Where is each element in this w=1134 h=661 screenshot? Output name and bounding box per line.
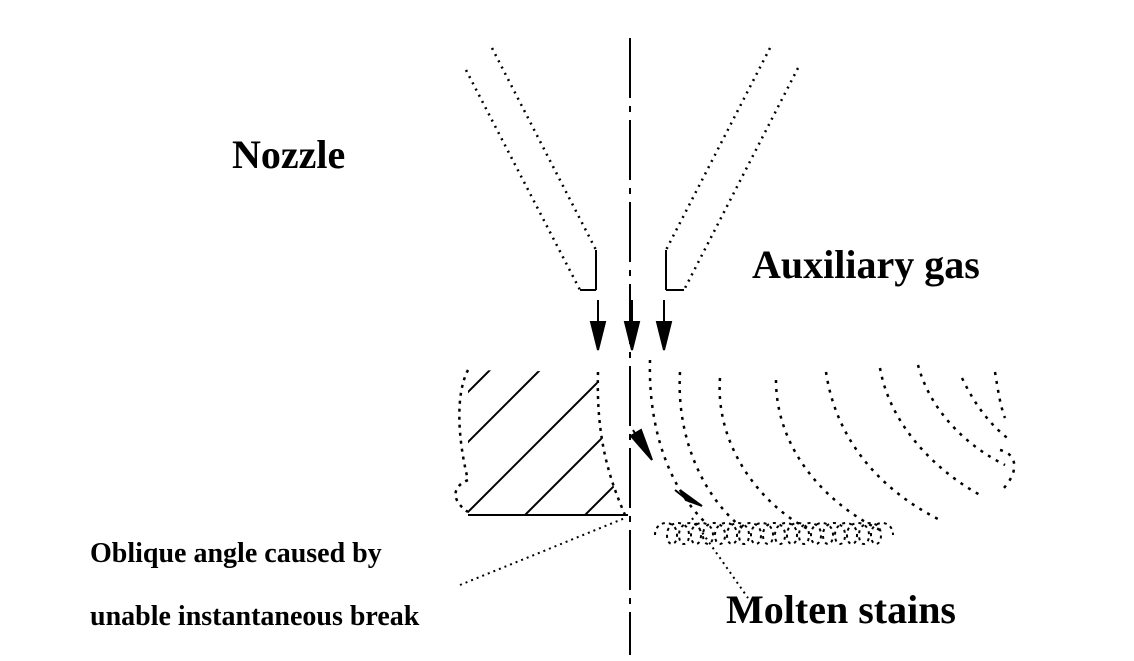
nozzle-left-tip xyxy=(580,250,597,291)
molten-stains-label: Molten stains xyxy=(726,587,956,632)
oblique-angle-label-line2: unable instantaneous break xyxy=(90,601,420,632)
workpiece-outline xyxy=(454,369,628,516)
oblique-angle-label-line1: Oblique angle caused by xyxy=(90,538,382,569)
molten-dross-loops xyxy=(654,522,894,545)
molten-flow-lines xyxy=(648,359,1016,532)
molten-leader-line xyxy=(691,517,749,599)
nozzle-label: Nozzle xyxy=(232,132,346,177)
nozzle-right-wall xyxy=(664,47,800,291)
auxiliary-gas-label: Auxiliary gas xyxy=(752,242,980,287)
nozzle-right-tip xyxy=(665,250,684,291)
nozzle-left-wall xyxy=(464,47,598,291)
gas-flow-arrows xyxy=(589,300,673,351)
flow-direction-arrows xyxy=(629,428,703,507)
oblique-leader-line xyxy=(459,517,626,586)
